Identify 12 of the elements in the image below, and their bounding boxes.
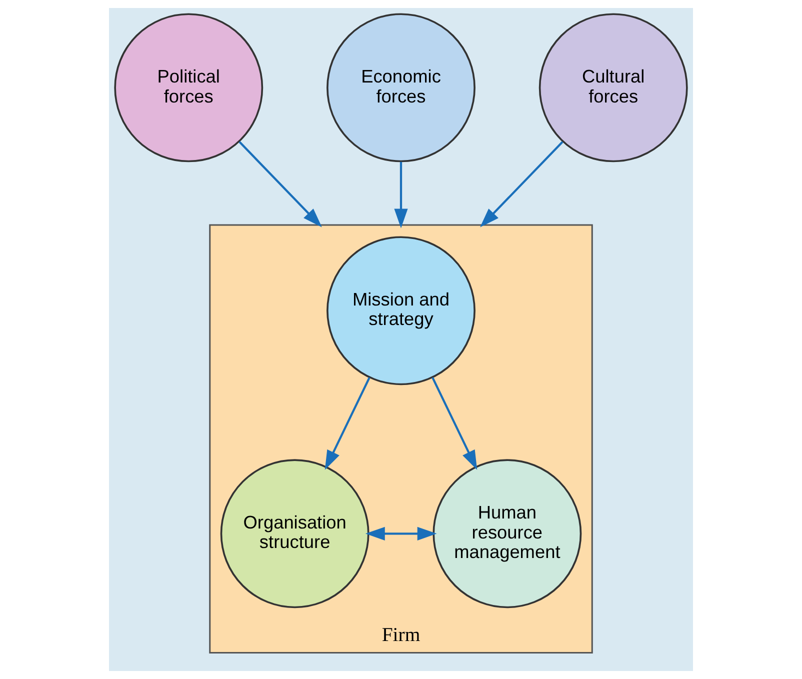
arrow <box>394 162 408 228</box>
arrow <box>480 141 564 228</box>
node-circle: Organisation structure <box>220 459 370 608</box>
node-circle: Human resource management <box>432 459 582 608</box>
arrow <box>238 141 322 228</box>
node-circle: Mission and strategy <box>326 236 476 386</box>
arrow <box>432 377 478 470</box>
arrow <box>324 377 370 470</box>
node-circle: Political forces <box>114 13 264 162</box>
node-circle: Cultural forces <box>538 13 688 162</box>
node-circle: Economic forces <box>326 13 476 162</box>
arrow <box>365 526 437 540</box>
